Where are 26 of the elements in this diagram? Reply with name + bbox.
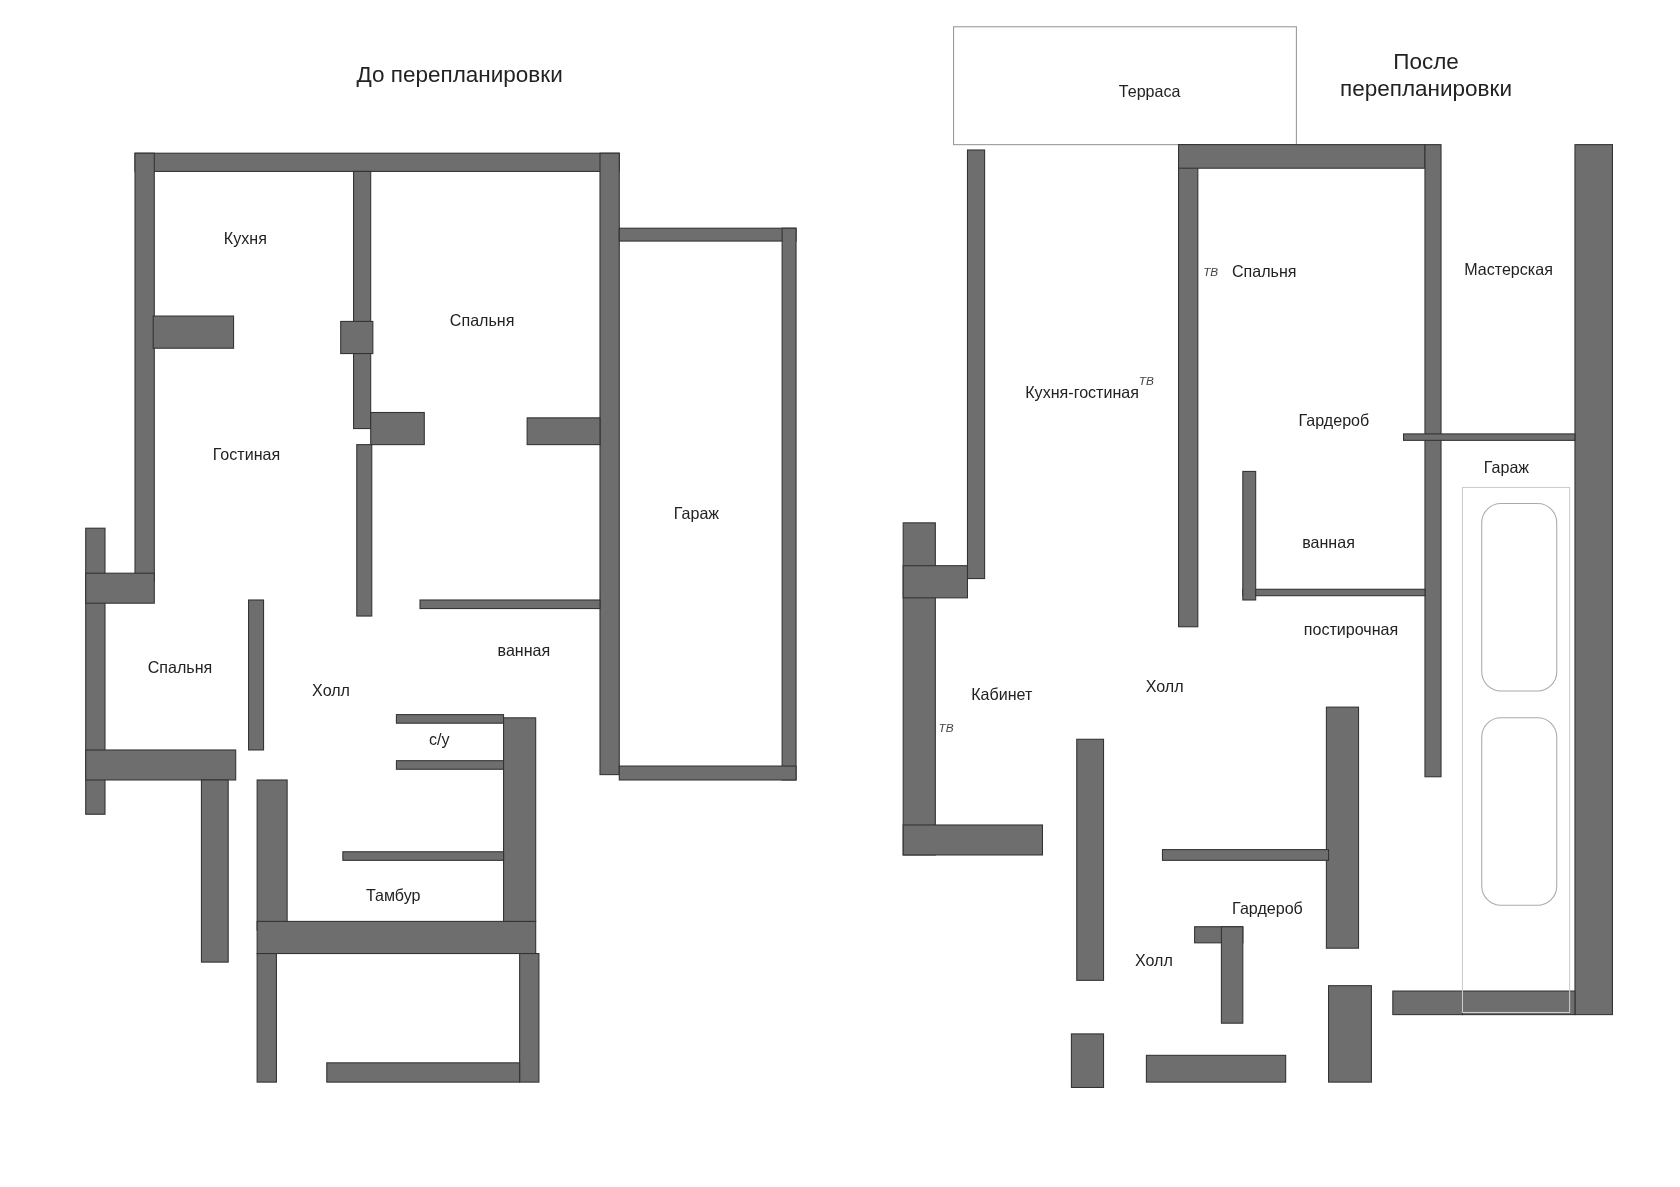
room-label: Гостиная [212, 445, 281, 464]
room-label: Гараж [1483, 458, 1530, 477]
room-label: Спальня [1231, 261, 1297, 281]
room-label: ванная [497, 641, 551, 660]
room-label: Терраса [1118, 81, 1181, 101]
tv-mark: ТВ [938, 721, 954, 734]
room-label: Холл [312, 680, 350, 700]
room-label: с/у [429, 730, 450, 749]
room-label: Гараж [673, 504, 720, 523]
room-label: Тамбур [365, 885, 421, 904]
plan-heading: До перепланировки [355, 61, 564, 89]
room-label: Кухня [223, 228, 267, 247]
room-label: Гардероб [1232, 899, 1303, 918]
room-label: постирочная [1303, 619, 1399, 638]
tv-mark: ТВ [1203, 265, 1219, 279]
room-label: Холл [1145, 676, 1184, 695]
room-label: Спальня [147, 658, 213, 677]
room-label: Кухня-гостиная [1025, 383, 1139, 402]
room-label: Гардероб [1298, 410, 1370, 430]
room-label: Холл [1134, 950, 1173, 970]
plan-heading: После перепланировки [1339, 47, 1513, 103]
room-label: Спальня [449, 311, 515, 330]
room-label: ванная [1302, 533, 1355, 552]
room-label: Кабинет [971, 685, 1033, 704]
room-label: Мастерская [1464, 259, 1553, 279]
tv-mark: ТВ [1138, 373, 1154, 387]
